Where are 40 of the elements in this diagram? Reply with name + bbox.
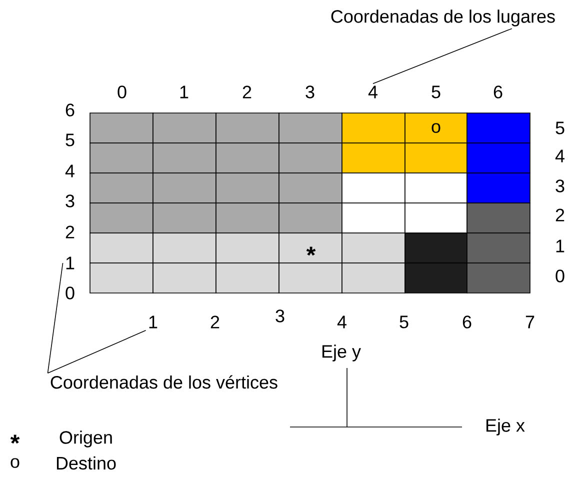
axis-number: 5 <box>556 122 564 134</box>
legend-text: Origen <box>60 430 112 448</box>
leader-line <box>372 28 512 84</box>
axis-number: 0 <box>118 86 126 98</box>
axis-number: 1 <box>66 256 74 270</box>
axis-number: 3 <box>276 310 284 322</box>
origin-symbol: * <box>10 434 20 444</box>
caption-text: Coordenadas de los vértices <box>50 375 278 389</box>
caption-text: Coordenadas de los lugares <box>331 10 555 26</box>
axis-number: 2 <box>556 208 564 222</box>
origin-mark: * <box>306 246 316 256</box>
leader-line <box>47 330 146 374</box>
axis-number: 0 <box>66 286 74 300</box>
axis-number: 2 <box>210 316 220 328</box>
legend-text: Destino <box>56 456 116 470</box>
axis-label: Eje y <box>322 344 361 362</box>
destination-mark: o <box>432 123 440 133</box>
axis-number: 2 <box>66 226 74 238</box>
destination-symbol: o <box>10 458 20 468</box>
leader-line <box>47 262 64 374</box>
axis-number: 1 <box>180 86 188 98</box>
axis-number: 6 <box>462 316 472 328</box>
axis-number: 0 <box>556 270 564 282</box>
axis-number: 2 <box>242 86 252 98</box>
axis-number: 3 <box>556 180 564 192</box>
axis-number: 4 <box>555 150 564 162</box>
axis-number: 5 <box>66 134 74 146</box>
axis-number: 6 <box>66 104 74 116</box>
axis-number: 3 <box>306 86 314 98</box>
axis-number: 5 <box>432 86 440 98</box>
axis-number: 4 <box>65 164 74 178</box>
axis-number: 4 <box>368 86 378 98</box>
axis-number: 6 <box>494 86 502 98</box>
axis-number: 1 <box>149 316 158 328</box>
axis-number: 4 <box>337 316 346 328</box>
axis-number: 5 <box>400 316 408 328</box>
axis-number: 7 <box>526 316 534 328</box>
axis-number: 3 <box>66 194 74 208</box>
axis-number: 1 <box>556 240 564 252</box>
axis-label: Eje x <box>486 418 525 436</box>
